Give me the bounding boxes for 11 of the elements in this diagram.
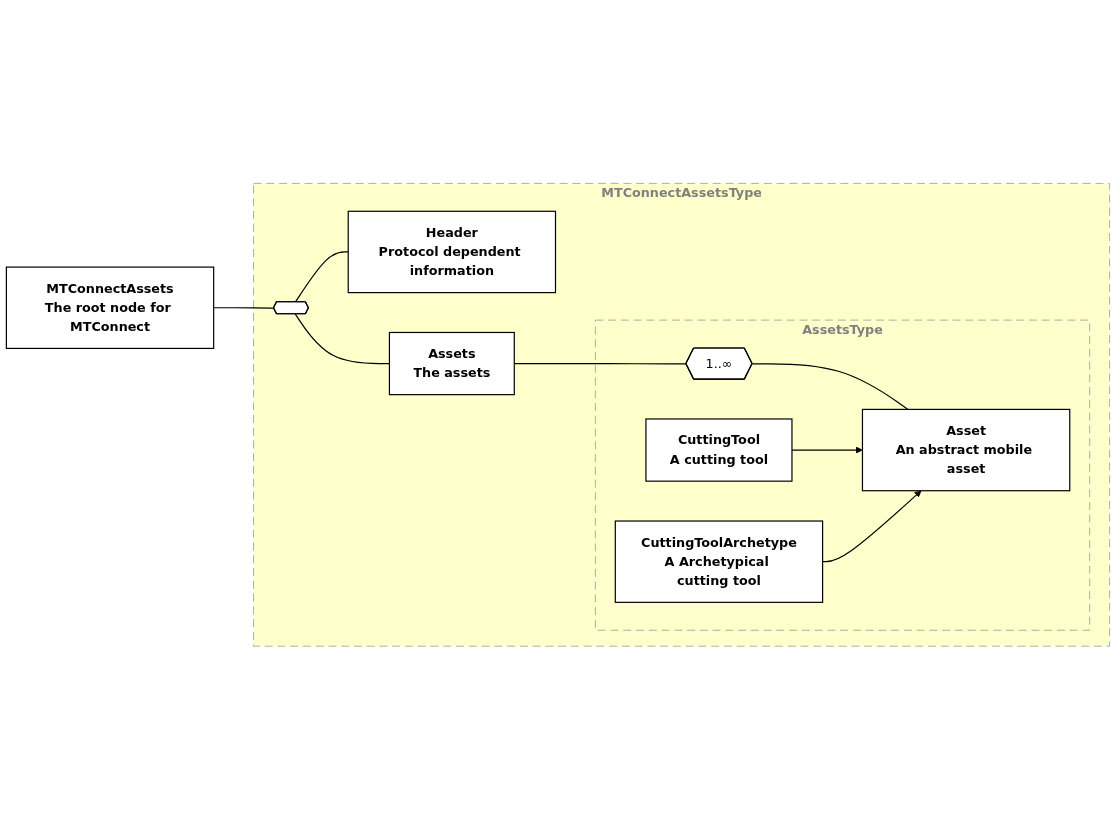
arrow bbox=[791, 446, 863, 454]
connector bbox=[213, 306, 275, 309]
node-box: MTConnectAssets The root node for MTConnect bbox=[5, 266, 215, 349]
node-box: CuttingToolArchetype A Archetypical cutting tool bbox=[614, 520, 824, 603]
connector bbox=[751, 363, 909, 410]
node-box: Header Protocol dependent information bbox=[347, 210, 557, 293]
node-box: Assets The assets bbox=[388, 331, 515, 395]
node-box: Asset An abstract mobile asset bbox=[861, 408, 1071, 492]
connector bbox=[294, 251, 349, 303]
node-box: CuttingTool A cutting tool bbox=[645, 418, 793, 482]
arrow bbox=[822, 490, 922, 562]
